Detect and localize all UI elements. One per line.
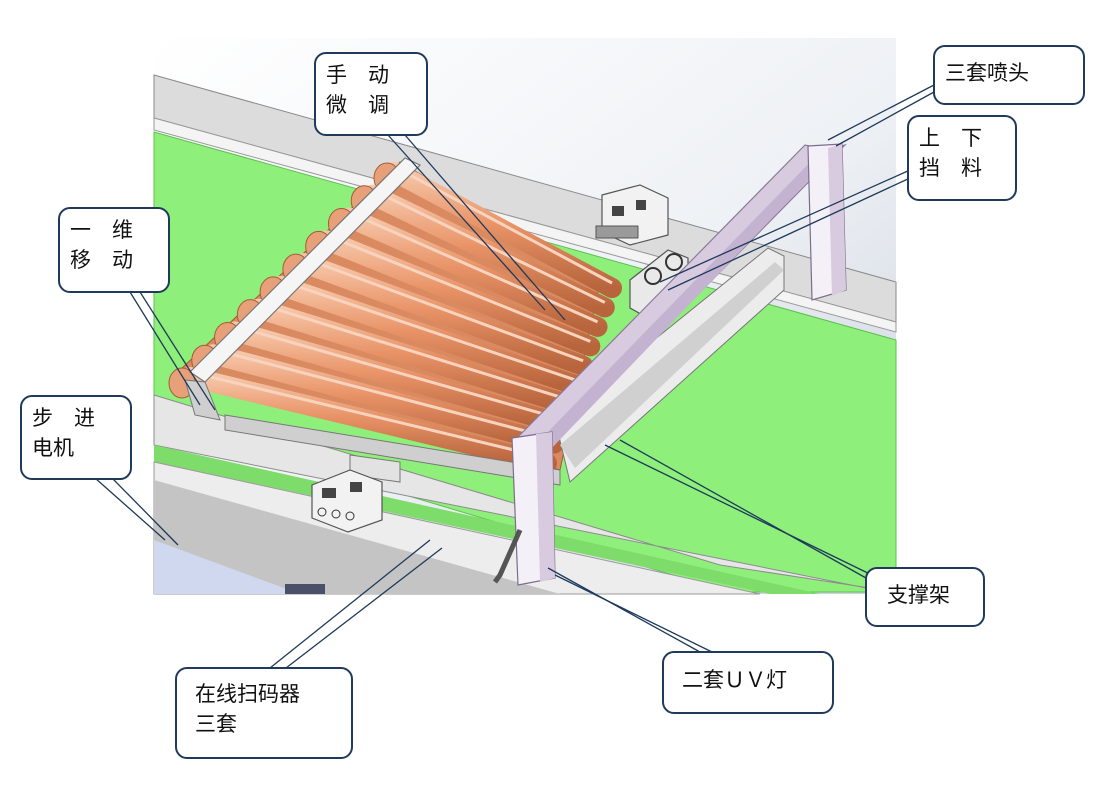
roller-highlight — [189, 370, 548, 460]
roller-highlight — [326, 233, 591, 343]
roller-highlight — [257, 302, 570, 402]
roller — [248, 298, 579, 415]
bottom-dark-bar — [285, 584, 325, 594]
lamp-cable — [492, 528, 523, 584]
label-inline-scanner: 在线扫码器 三套 — [175, 667, 353, 759]
left-guide-rail — [189, 157, 422, 383]
label-one-dim-move: 一 维 移 动 — [58, 207, 170, 293]
front-rail-shadow — [154, 480, 560, 594]
roller — [316, 230, 601, 357]
roller — [180, 367, 557, 473]
label-support-frame: 支撑架 — [865, 567, 985, 627]
roller-highlight — [280, 279, 577, 382]
roller — [271, 275, 586, 396]
roller-highlight — [212, 347, 555, 441]
roller-highlight — [394, 165, 613, 285]
label-stepper-motor: 步 进 电机 — [20, 395, 132, 480]
support-frame-beam — [554, 247, 785, 483]
label-two-uv-lamps: 二套ＵＶ灯 — [662, 651, 834, 714]
front-rail-blue-edge — [154, 540, 300, 594]
motor-rod — [224, 414, 561, 486]
rollers — [168, 162, 622, 473]
front-scanner-block — [311, 469, 383, 533]
roller — [293, 253, 594, 376]
back-scanner-block — [595, 184, 669, 246]
leader-lines — [94, 84, 935, 669]
label-manual-fine-tune: 手 动 微 调 — [314, 52, 428, 136]
roller — [339, 207, 608, 337]
nozzle-gantry — [511, 143, 848, 586]
roller — [385, 162, 622, 298]
left-guide-rail-side — [184, 379, 221, 421]
roller — [202, 344, 565, 454]
roller-highlight — [303, 256, 584, 363]
label-up-down-stopper: 上 下 挡 料 — [907, 115, 1017, 201]
roller-highlight — [348, 211, 599, 324]
roller — [225, 321, 572, 435]
label-three-nozzles: 三套喷头 — [933, 45, 1085, 105]
roller — [362, 184, 615, 318]
roller-highlight — [235, 325, 562, 421]
